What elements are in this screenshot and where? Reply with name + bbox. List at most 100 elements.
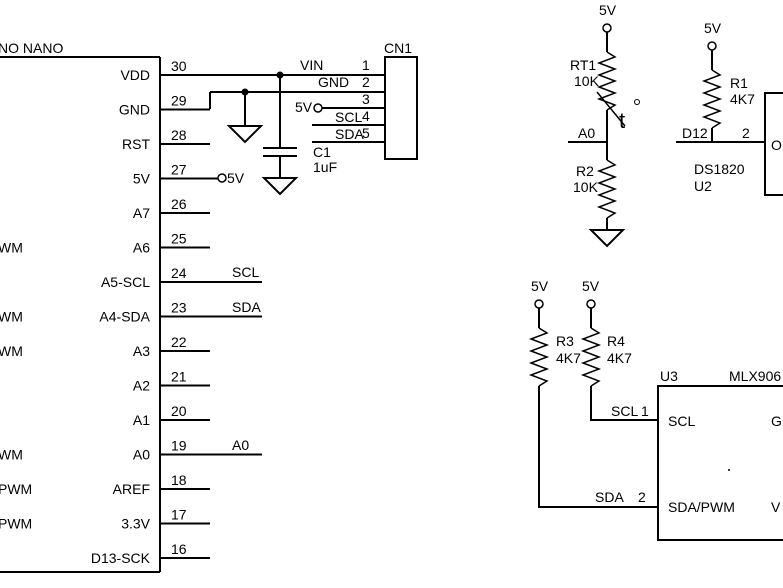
arduino-pin-23-number: 23	[171, 300, 187, 316]
u2-ref: U2	[694, 178, 712, 194]
r3-ref: R3	[556, 333, 574, 349]
arduino-pin-25-function: WM	[0, 240, 23, 256]
u3-ref: U3	[660, 368, 678, 384]
arduino-pin-22-function: WM	[0, 343, 23, 359]
ground-symbol-3	[588, 229, 626, 248]
cn1-pin-5: 5	[362, 125, 370, 141]
arduino-pin-16-number: 16	[171, 541, 187, 557]
c1-value: 1uF	[313, 159, 337, 175]
cn1-pin-2: 2	[362, 74, 370, 90]
u3-pin-right-bottom: V	[771, 499, 781, 515]
temperature-symbol: t	[619, 108, 625, 133]
terminal-5v-cn1	[313, 103, 323, 113]
terminal-5v-r1	[707, 41, 717, 51]
arduino-pin-24-name: A5-SCL	[101, 274, 150, 290]
cn1-net-3: 5V	[295, 99, 313, 115]
arduino-pin-27-name: 5V	[133, 171, 151, 187]
arduino-pin-23-name: A4-SDA	[99, 309, 150, 325]
net-label-5v-arduino: 5V	[227, 170, 245, 186]
u3-body	[657, 385, 783, 541]
mlx-scl-pin: 1	[641, 403, 649, 419]
mlx-supply-a: 5V	[531, 278, 549, 294]
cn1-net-5: SDA	[335, 126, 364, 142]
arduino-pin-22-name: A3	[133, 343, 150, 359]
r1-value: 4K7	[730, 91, 755, 107]
u2-body	[764, 92, 783, 196]
arduino-pin-17-name: 3.3V	[121, 516, 150, 532]
ground-symbol-2	[261, 177, 299, 196]
connector-ref: CN1	[384, 40, 412, 56]
r2-resistor	[596, 159, 618, 219]
mlx-sda-pin: 2	[638, 489, 646, 505]
c1-ref: C1	[313, 144, 331, 160]
r3-resistor	[528, 327, 550, 387]
mlx-sda-wire	[538, 386, 658, 508]
arduino-pin-26-name: A7	[133, 205, 150, 221]
net-label-a0: A0	[232, 437, 249, 453]
rt1-value: 10K	[574, 73, 600, 89]
r4-resistor	[580, 327, 602, 387]
arduino-pin-20-name: A1	[133, 412, 150, 428]
terminal-5v-r3	[534, 299, 544, 309]
arduino-pin-18-number: 18	[171, 472, 187, 488]
u3-pin-scl: SCL	[668, 413, 695, 429]
ground-symbol-1	[226, 125, 264, 144]
mlx-supply-b: 5V	[582, 278, 600, 294]
arduino-pin-29-name: GND	[119, 102, 150, 118]
arduino-pin-28-name: RST	[122, 136, 150, 152]
ds1820-pin: 2	[742, 125, 750, 141]
arduino-pin-30-number: 30	[171, 58, 187, 74]
arduino-pin-22-number: 22	[171, 334, 187, 350]
arduino-pin-17-function: PWM	[0, 516, 32, 532]
arduino-pin-26-number: 26	[171, 196, 187, 212]
arduino-pin-29-number: 29	[171, 93, 187, 109]
arduino-pin-24-number: 24	[171, 265, 187, 281]
r1-ref: R1	[730, 75, 748, 91]
r4-value: 4K7	[607, 350, 632, 366]
cn1-pin-3: 3	[362, 91, 370, 107]
ds1820-part: DS1820	[694, 161, 745, 177]
r1-resistor	[701, 69, 723, 129]
arduino-pin-18-name: AREF	[113, 481, 150, 497]
rt1-ref: RT1	[570, 57, 596, 73]
terminal-5v-r4	[586, 299, 596, 309]
r2-value: 10K	[573, 179, 599, 195]
r4-ref: R4	[607, 333, 625, 349]
cn1-pin-1: 1	[362, 57, 370, 73]
r2-ref: R2	[576, 163, 594, 179]
arduino-pin-28-number: 28	[171, 127, 187, 143]
net-label-scl: SCL	[232, 264, 259, 280]
arduino-pin-19-function: WM	[0, 447, 23, 463]
net-label-vin: VIN	[300, 57, 323, 73]
ds1820-supply: 5V	[704, 20, 722, 36]
net-label-sda: SDA	[232, 299, 261, 315]
arduino-pin-18-function: PWM	[0, 481, 32, 497]
mlx-scl-wire	[590, 386, 658, 421]
thermistor-supply: 5V	[599, 2, 617, 18]
thermistor-node: A0	[578, 125, 595, 141]
rt1-resistor	[596, 51, 618, 111]
arduino-pin-25-number: 25	[171, 231, 187, 247]
arduino-pin-25-name: A6	[133, 240, 150, 256]
terminal-5v-arduino	[217, 173, 227, 183]
r3-value: 4K7	[556, 350, 581, 366]
u3-pin-right-top: G	[771, 413, 782, 429]
rt1-diagonal	[596, 91, 626, 127]
u3-part: MLX906	[729, 368, 781, 384]
arduino-pin-20-number: 20	[171, 403, 187, 419]
u3-center-dot	[728, 469, 730, 471]
arduino-pin-21-number: 21	[171, 369, 187, 385]
arduino-pin-16-name: D13-SCK	[91, 550, 151, 566]
arduino-pin-30-name: VDD	[120, 67, 150, 83]
mlx-sda-net: SDA	[595, 489, 624, 505]
net-label-gnd: GND	[318, 74, 349, 90]
u3-pin-sda: SDA/PWM	[668, 499, 735, 515]
cn1-net-4: SCL	[335, 109, 362, 125]
arduino-pin-27-number: 27	[171, 162, 187, 178]
arduino-pin-17-number: 17	[171, 507, 187, 523]
arduino-pin-19-name: A0	[133, 447, 150, 463]
arduino-pin-19-number: 19	[171, 438, 187, 454]
arduino-pin-21-name: A2	[133, 378, 150, 394]
